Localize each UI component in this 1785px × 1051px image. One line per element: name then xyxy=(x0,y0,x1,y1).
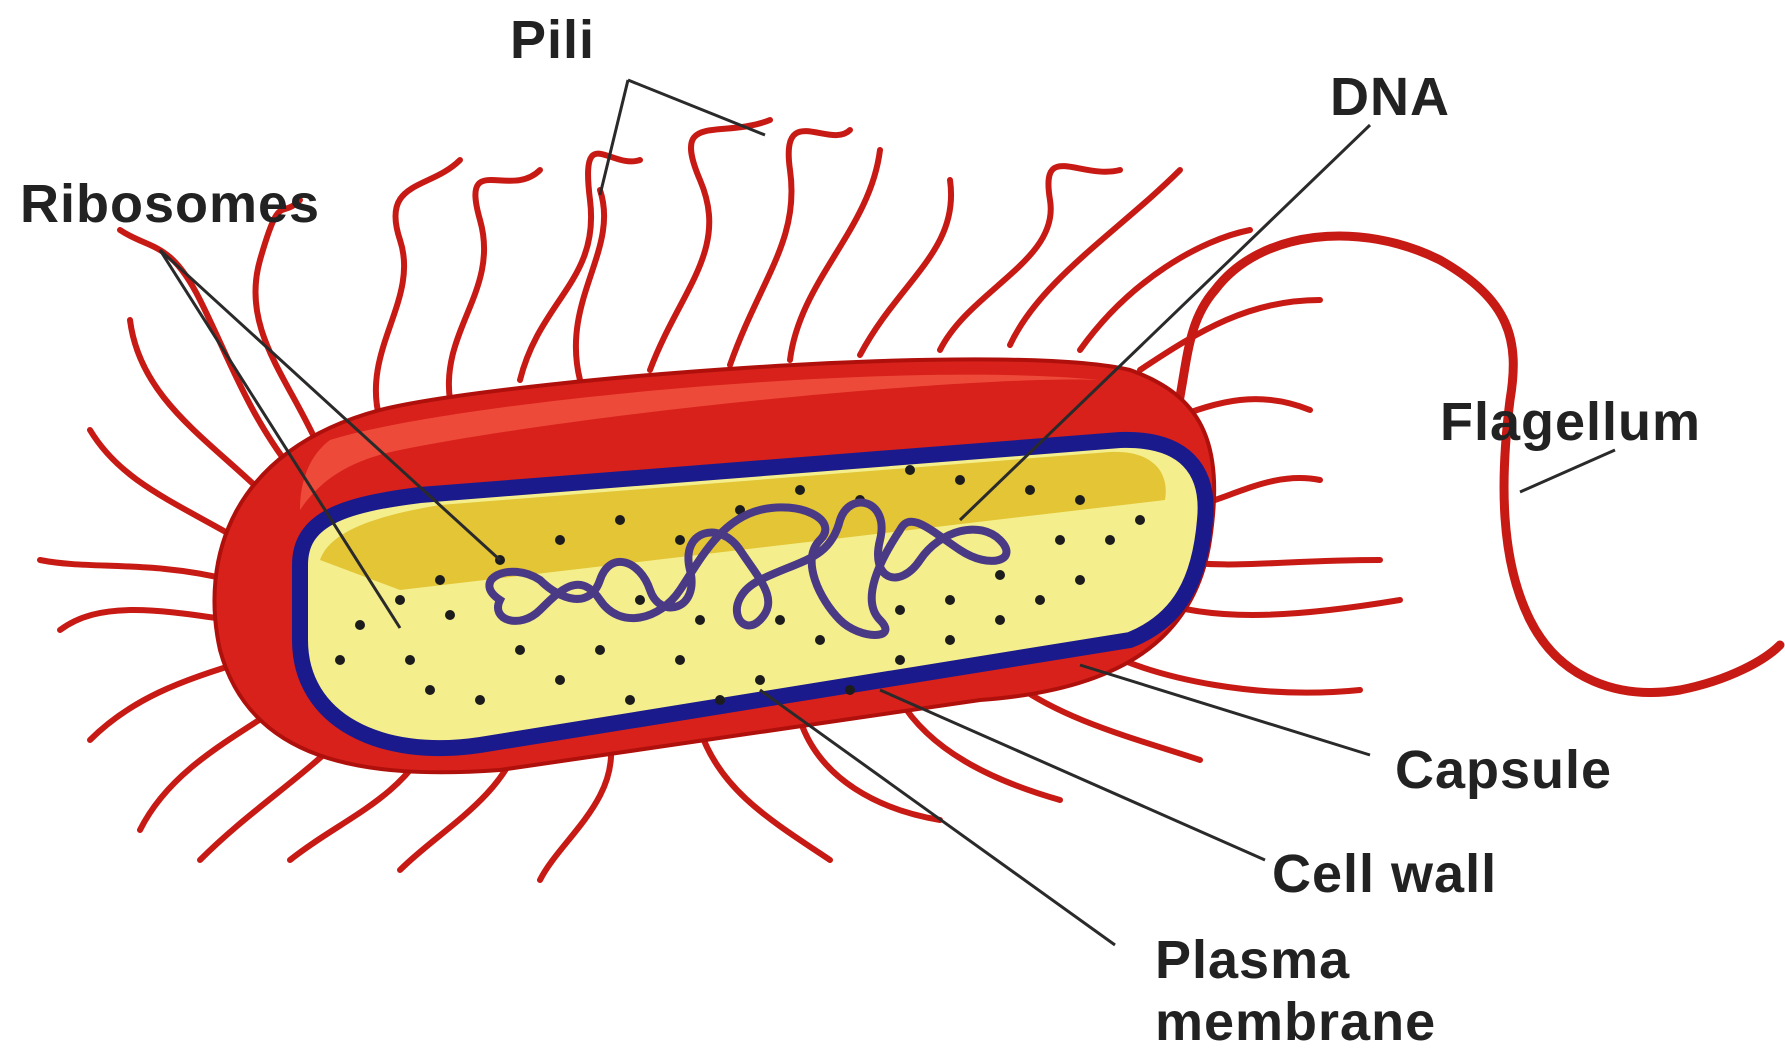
ribosome-dot xyxy=(675,655,685,665)
pilus xyxy=(1140,300,1320,370)
pili-leader-1 xyxy=(600,80,628,195)
pilus xyxy=(520,154,640,380)
ribosome-dot xyxy=(945,635,955,645)
ribosome-dot xyxy=(1105,535,1115,545)
ribosome-dot xyxy=(625,695,635,705)
pilus xyxy=(700,730,830,860)
ribosome-dot xyxy=(795,485,805,495)
capsule-leader xyxy=(1080,665,1370,755)
pilus xyxy=(940,166,1120,350)
ribosome-dot xyxy=(815,635,825,645)
ribosome-dot xyxy=(695,615,705,625)
ribosome-dot xyxy=(355,620,365,630)
ribosomes-label: Ribosomes xyxy=(20,174,320,234)
pilus xyxy=(130,320,270,500)
pilus xyxy=(1010,170,1180,345)
ribosome-dot xyxy=(1135,515,1145,525)
pilus xyxy=(1080,230,1250,350)
plasma-membrane-label-line1: Plasma xyxy=(1155,930,1350,990)
pilus xyxy=(860,180,951,355)
ribosome-dot xyxy=(995,615,1005,625)
pilus xyxy=(60,610,230,630)
plasma-membrane-leader xyxy=(760,690,1115,945)
pili-label: Pili xyxy=(510,10,595,70)
ribosome-dot xyxy=(635,595,645,605)
ribosome-dot xyxy=(955,475,965,485)
ribosome-dot xyxy=(845,685,855,695)
flagellum-label: Flagellum xyxy=(1440,392,1701,452)
pilus xyxy=(40,560,230,580)
plasma-membrane-label-line2: membrane xyxy=(1155,992,1436,1051)
ribosome-dot xyxy=(395,595,405,605)
ribosome-dot xyxy=(425,685,435,695)
ribosome-dot xyxy=(335,655,345,665)
ribosome-dot xyxy=(895,605,905,615)
ribosome-dot xyxy=(1075,575,1085,585)
ribosome-dot xyxy=(755,675,765,685)
ribosome-dot xyxy=(405,655,415,665)
cell-wall-label: Cell wall xyxy=(1272,844,1497,904)
pilus xyxy=(790,150,880,360)
ribosome-dot xyxy=(995,570,1005,580)
capsule-label: Capsule xyxy=(1395,740,1612,800)
ribosome-dot xyxy=(555,675,565,685)
ribosome-dot xyxy=(715,695,725,705)
ribosome-dot xyxy=(1025,485,1035,495)
ribosome-dot xyxy=(895,655,905,665)
ribosome-dot xyxy=(675,535,685,545)
ribosome-dot xyxy=(515,645,525,655)
ribosome-dot xyxy=(595,645,605,655)
pilus xyxy=(730,130,850,365)
dna-label: DNA xyxy=(1330,67,1450,127)
ribosome-dot xyxy=(1075,495,1085,505)
ribosome-dot xyxy=(475,695,485,705)
ribosome-dot xyxy=(1035,595,1045,605)
ribosome-dot xyxy=(905,465,915,475)
pilus xyxy=(255,200,320,450)
ribosome-dot xyxy=(445,610,455,620)
flagellum-leader xyxy=(1520,450,1615,492)
ribosome-dot xyxy=(1055,535,1065,545)
pilus xyxy=(650,120,770,370)
ribosome-dot xyxy=(615,515,625,525)
pili-leader-2 xyxy=(628,80,765,135)
flagellum xyxy=(1165,236,1780,692)
ribosome-dot xyxy=(555,535,565,545)
ribosome-dot xyxy=(775,615,785,625)
pilus xyxy=(900,700,1060,800)
ribosome-dot xyxy=(945,595,955,605)
pilus xyxy=(90,430,240,540)
ribosome-dot xyxy=(435,575,445,585)
